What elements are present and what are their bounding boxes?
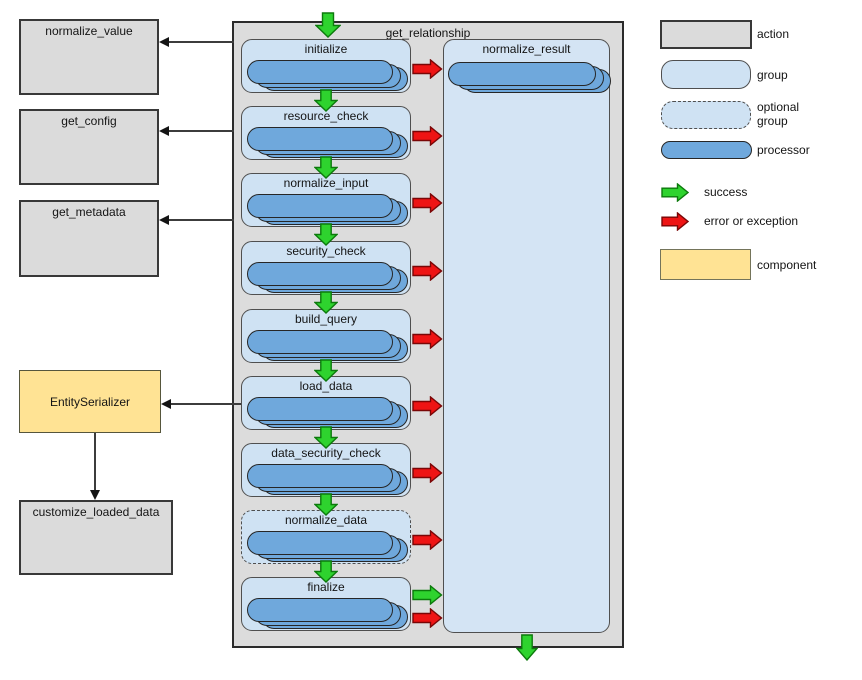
success-arrow (313, 359, 339, 382)
arrowhead-left-icon (159, 126, 169, 136)
error-arrow (412, 607, 443, 629)
action-box-label: customize_loaded_data (32, 505, 160, 519)
arrowhead-left-icon (159, 37, 169, 47)
success-arrow (313, 89, 339, 112)
processor-pill (247, 330, 393, 354)
error-arrow (412, 260, 443, 282)
success-arrow (313, 426, 339, 449)
action-box-get-metadata: get_metadata (19, 200, 159, 277)
processor-pill (247, 531, 393, 555)
processor-pill (247, 127, 393, 151)
success-arrow (661, 182, 690, 203)
group-resource_check: resource_check (241, 106, 411, 160)
arrowhead-left-icon (161, 399, 171, 409)
group-label: finalize (307, 580, 345, 594)
group-initialize: initialize (241, 39, 411, 93)
processor-pill (247, 464, 393, 488)
processor-pill (247, 194, 393, 218)
group-label: load_data (299, 379, 353, 393)
group-label: build_query (294, 312, 358, 326)
group-label: normalize_data (284, 513, 368, 527)
error-arrow (412, 328, 443, 350)
success-arrow (313, 156, 339, 179)
error-arrow (412, 58, 443, 80)
group-label: data_security_check (271, 446, 381, 460)
component-box-label: EntitySerializer (49, 394, 131, 409)
success-arrow (515, 634, 539, 662)
group-load_data: load_data (241, 376, 411, 430)
component-box-entity-serializer: EntitySerializer (19, 370, 161, 433)
processor-pill (247, 397, 393, 421)
legend-label-component: component (757, 258, 817, 272)
connector-normalize-value (167, 41, 234, 43)
success-arrow (412, 584, 443, 606)
group-data_security_check: data_security_check (241, 443, 411, 497)
action-box-get-config: get_config (19, 109, 159, 185)
success-arrow (313, 560, 339, 583)
legend-processor-swatch (661, 141, 752, 159)
legend-label-processor: processor (757, 143, 810, 157)
processor-pill (247, 60, 393, 84)
connector-entity-serializer (170, 403, 242, 405)
success-arrow (313, 223, 339, 246)
error-arrow (661, 211, 690, 232)
legend-label-action: action (757, 27, 790, 41)
processor-pill (247, 262, 393, 286)
legend-label-optional-group: optional group (757, 100, 800, 128)
connector-customize-loaded-data (94, 433, 96, 492)
group-label: normalize_input (283, 176, 369, 190)
connector-get-metadata (167, 219, 234, 221)
success-arrow (313, 493, 339, 516)
action-box-customize-loaded-data: customize_loaded_data (19, 500, 173, 575)
group-label: initialize (304, 42, 348, 56)
legend-label-success: success (704, 185, 748, 199)
processor-pill (448, 62, 596, 86)
action-box-label: normalize_value (45, 24, 133, 38)
action-box-label: get_config (61, 114, 117, 128)
error-arrow (412, 529, 443, 551)
group-label: normalize_result (482, 42, 571, 56)
processor-pill (247, 598, 393, 622)
group-normalize_input: normalize_input (241, 173, 411, 227)
legend-group-swatch (661, 60, 751, 89)
flow-container-title: get_relationship (385, 26, 471, 40)
action-box-label: get_metadata (52, 205, 126, 219)
result-group: normalize_result (443, 39, 611, 633)
success-arrow (314, 12, 342, 38)
error-arrow (412, 192, 443, 214)
legend-optional-group-swatch (661, 101, 751, 129)
arrowhead-left-icon (159, 215, 169, 225)
group-finalize: finalize (241, 577, 411, 631)
success-arrow (313, 291, 339, 314)
error-arrow (412, 395, 443, 417)
group-build_query: build_query (241, 309, 411, 363)
legend-component-swatch (660, 249, 751, 280)
error-arrow (412, 462, 443, 484)
legend-label-error: error or exception (704, 214, 799, 228)
group-label: security_check (286, 244, 366, 258)
legend-label-group: group (757, 68, 788, 82)
connector-get-config (167, 130, 234, 132)
group-normalize_data: normalize_data (241, 510, 411, 564)
arrowhead-down-icon (90, 490, 100, 500)
legend-action-swatch (660, 20, 752, 49)
group-security_check: security_check (241, 241, 411, 295)
group-label: resource_check (283, 109, 369, 123)
action-box-normalize-value: normalize_value (19, 19, 159, 95)
error-arrow (412, 125, 443, 147)
